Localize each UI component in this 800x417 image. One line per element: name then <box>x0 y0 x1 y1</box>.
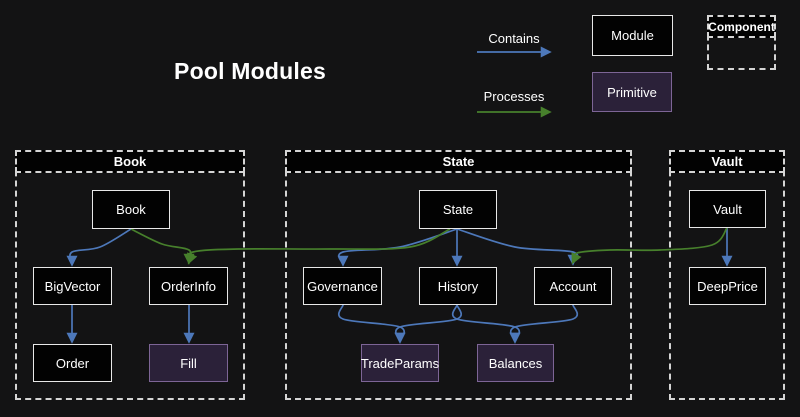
legend-contains-label: Contains <box>488 31 540 46</box>
page-title: Pool Modules <box>174 58 326 84</box>
container-book: Book <box>15 150 245 400</box>
legend-module-label: Module <box>611 28 654 43</box>
node-balances: Balances <box>477 344 554 382</box>
node-state: State <box>419 190 497 229</box>
legend-primitive-box: Primitive <box>592 72 672 112</box>
node-tradeparams: TradeParams <box>361 344 439 382</box>
node-order: Order <box>33 344 112 382</box>
node-fill: Fill <box>149 344 228 382</box>
container-state: State <box>285 150 632 400</box>
legend-component-label: Component <box>707 15 776 38</box>
node-history: History <box>419 267 497 305</box>
node-orderinfo: OrderInfo <box>149 267 228 305</box>
node-bigvector: BigVector <box>33 267 112 305</box>
node-deepprice: DeepPrice <box>689 267 766 305</box>
container-state-header: State <box>285 150 632 173</box>
node-book: Book <box>92 190 170 229</box>
legend-module-box: Module <box>592 15 673 56</box>
node-account: Account <box>534 267 612 305</box>
legend-component-box: Component <box>707 15 776 70</box>
node-governance: Governance <box>303 267 382 305</box>
legend-primitive-label: Primitive <box>607 84 657 100</box>
legend-processes-label: Processes <box>483 89 545 104</box>
container-book-header: Book <box>15 150 245 173</box>
container-vault: Vault <box>669 150 785 400</box>
container-vault-header: Vault <box>669 150 785 173</box>
node-vault: Vault <box>689 190 766 228</box>
